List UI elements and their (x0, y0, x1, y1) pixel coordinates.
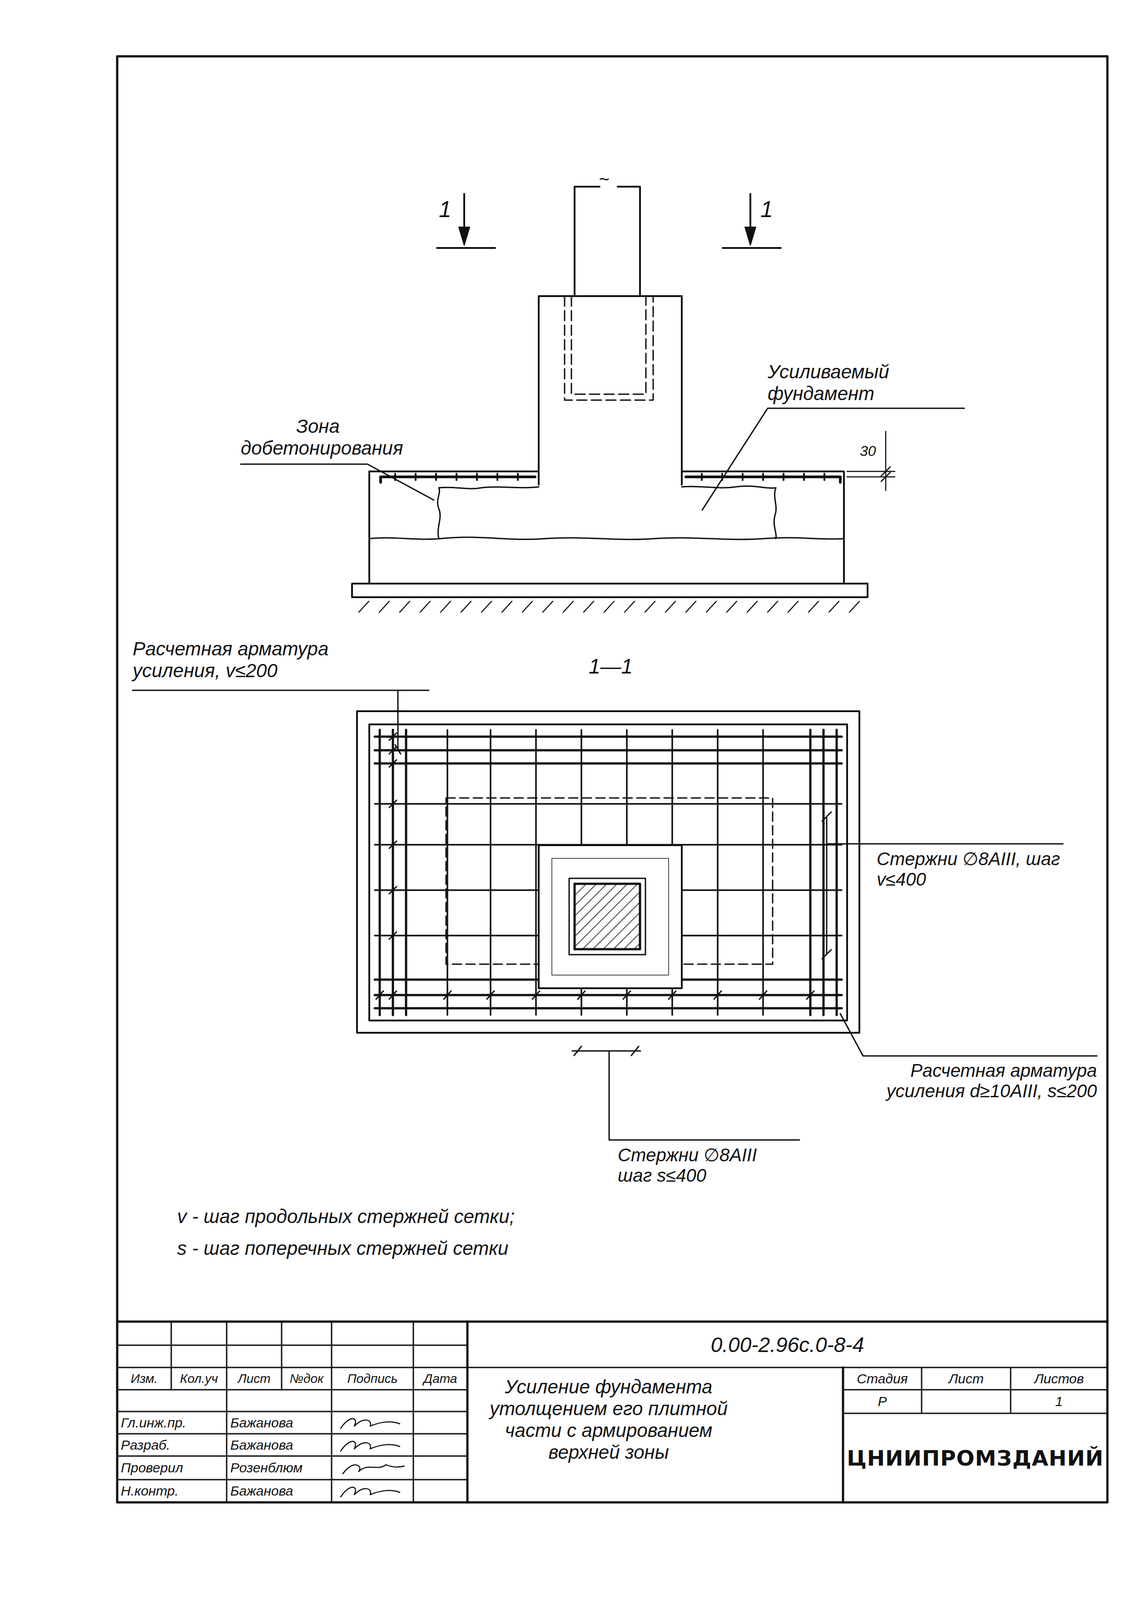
table-header: Листов (1010, 1367, 1108, 1390)
name-cell: Розенблюм (226, 1456, 332, 1480)
drawing-code: 0.00-2.96с.0-8-4 (467, 1321, 1108, 1368)
name-cell: Бажанова (226, 1411, 332, 1434)
table-header: №док (281, 1367, 332, 1390)
callout-label: Расчетная арматура усиления d≥10АIII, s≤… (869, 1060, 1097, 1102)
section-mark: 1 (438, 196, 452, 223)
callout-label: Стержни ∅8АIII шаг s≤400 (617, 1144, 782, 1186)
table-cell: Р (843, 1389, 922, 1414)
table-cell: 1 (1010, 1389, 1108, 1414)
title-block (117, 1321, 1108, 1503)
table-header: Дата (413, 1367, 468, 1390)
drawing-title: Усиление фундамента утолщением его плитн… (476, 1376, 741, 1464)
section-mark: 1 (760, 196, 774, 223)
note: v - шаг продольных стержней сетки; (177, 1205, 515, 1228)
table-header: Изм. (117, 1367, 172, 1390)
table-header: Подпись (331, 1367, 414, 1390)
dimension: 30 (859, 442, 877, 460)
sheet-frame (117, 56, 1108, 1503)
break-mark: ~ (598, 168, 610, 190)
callout-label: Расчетная арматура усиления, v≤200 (132, 638, 387, 682)
role-cell: Проверил (117, 1456, 227, 1480)
note: s - шаг поперечных стержней сетки (177, 1237, 509, 1260)
table-header: Кол.уч (171, 1367, 227, 1390)
name-cell: Бажанова (226, 1433, 332, 1457)
role-cell: Гл.инж.пр. (117, 1411, 227, 1434)
organization-name: ЦНИИПРОМЗДАНИЙ (843, 1413, 1108, 1503)
table-header: Стадия (843, 1367, 922, 1390)
part-label: Усиливаемый фундамент (767, 361, 968, 405)
name-cell: Бажанова (226, 1479, 332, 1503)
callout-label: Стержни ∅8АIII, шаг v≤400 (876, 848, 1091, 890)
table-header: Лист (921, 1367, 1011, 1390)
role-cell: Разраб. (117, 1433, 227, 1457)
table-header: Лист (226, 1367, 282, 1390)
section-title: 1—1 (588, 654, 633, 679)
zone-label: Зона добетонирования (240, 415, 396, 460)
role-cell: Н.контр. (117, 1479, 227, 1503)
plan-view (132, 690, 1097, 1141)
